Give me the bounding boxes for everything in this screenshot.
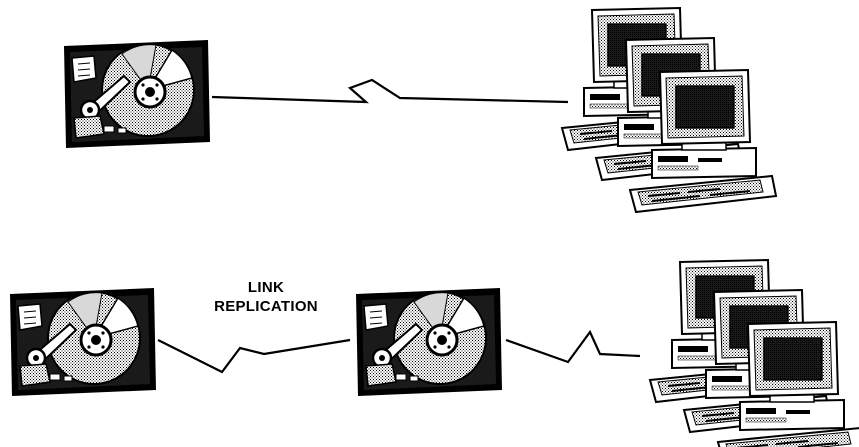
workstation-cluster-icon — [562, 8, 776, 212]
link-label-line2: REPLICATION — [196, 297, 336, 316]
hard-disk-drive-icon — [64, 40, 210, 148]
network-link-icon — [506, 332, 640, 362]
link-label-line1: LINK — [196, 278, 336, 297]
link-replication-label: LINK REPLICATION — [196, 278, 336, 316]
network-link-icon — [212, 80, 568, 102]
workstation-cluster-icon — [650, 260, 859, 447]
hard-disk-drive-icon — [356, 288, 502, 396]
hard-disk-drive-icon — [10, 288, 156, 396]
network-link-icon — [158, 340, 350, 372]
